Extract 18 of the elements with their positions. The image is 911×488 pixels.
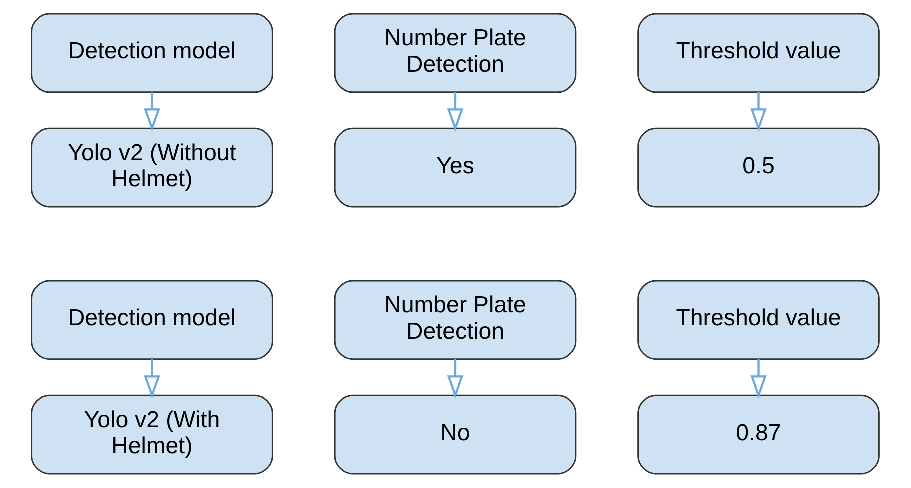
node-box: Yolo v2 (With Helmet) [31,394,274,475]
node-box: Yes [334,128,577,208]
node-box: Detection model [31,13,274,94]
arrow [447,359,464,399]
node-box: Threshold value [638,280,880,360]
node-box: Threshold value [638,13,880,94]
node-box: 0.87 [638,394,880,475]
node-box: Number Plate Detection [334,280,577,360]
node-box: Number Plate Detection [334,13,577,94]
arrow [144,92,160,132]
arrow [750,359,767,399]
node-box: Detection model [31,280,274,360]
node-box: 0.5 [638,128,880,208]
node-box: No [334,394,577,475]
arrow [750,92,767,132]
node-box: Yolo v2 (Without Helmet) [31,128,274,208]
arrow [447,92,464,132]
arrow [144,359,160,399]
